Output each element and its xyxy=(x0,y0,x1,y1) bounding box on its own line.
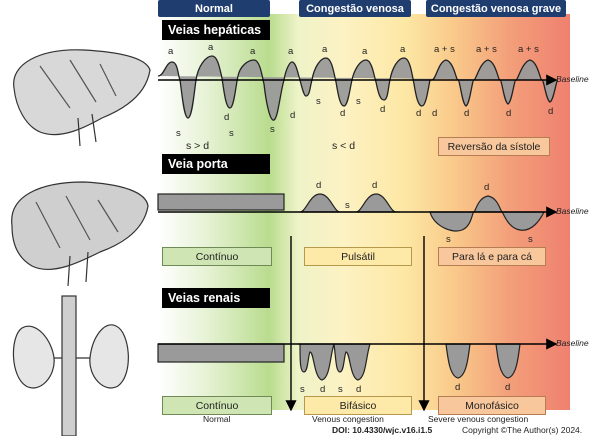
hepatic-label-d: d xyxy=(340,108,346,119)
liver-sketch-2 xyxy=(11,181,149,287)
hepatic-label-a: a xyxy=(400,44,406,55)
hepatic-label-d: d xyxy=(380,104,386,115)
section-title-hepatic: Veias hepáticas xyxy=(162,20,270,40)
hepatic-label-s: s xyxy=(356,96,361,107)
hepatic-label-d: d xyxy=(432,108,438,119)
hepatic-label-d: d xyxy=(506,108,512,119)
hepatic-label-d: d xyxy=(290,110,296,121)
kidney-sketch xyxy=(12,295,129,436)
hepatic-label-d: d xyxy=(224,112,230,123)
portal-label-d: d xyxy=(484,182,490,193)
portal-congestion-box: Pulsátil xyxy=(304,247,412,266)
portal-label-s: s xyxy=(528,234,533,245)
renal-label-d: d xyxy=(320,384,326,395)
portal-severe-waveform xyxy=(429,195,545,232)
hepatic-label-s: s xyxy=(176,128,181,139)
portal-congestion-waveform xyxy=(299,193,400,213)
portal-label-d: d xyxy=(372,180,378,191)
portal-severe-box: Para lá e para cá xyxy=(438,247,546,266)
hepatic-label-a: a xyxy=(322,44,328,55)
renal-label-d: d xyxy=(505,382,511,393)
footer-copyright: Copyright ©The Author(s) 2024. xyxy=(462,425,583,435)
hepatic-label-as: a + s xyxy=(434,44,455,55)
renal-label-d: d xyxy=(455,382,461,393)
hepatic-label-a: a xyxy=(168,46,174,57)
hepatic-waveform xyxy=(157,55,559,121)
renal-normal-flow xyxy=(157,343,285,363)
hepatic-label-d: d xyxy=(416,108,422,119)
baseline-label-renal: Baseline xyxy=(556,338,589,348)
hepatic-congestion-ratio: s < d xyxy=(332,140,356,152)
renal-label-s: s xyxy=(338,384,343,395)
renal-normal-box: Contínuo xyxy=(162,396,272,415)
renal-severe-box: Monofásico xyxy=(438,396,546,415)
hepatic-severe-box: Reversão da sístole xyxy=(438,137,550,156)
liver-sketch-1 xyxy=(13,49,151,147)
hepatic-normal-ratio: s > d xyxy=(186,140,210,152)
column-header-congestion: Congestão venosa xyxy=(299,0,411,17)
hepatic-label-a: a xyxy=(208,42,214,53)
portal-normal-flow xyxy=(157,193,285,211)
bottom-label-severe: Severe venous congestion xyxy=(428,414,529,424)
column-header-severe: Congestão venosa grave xyxy=(426,0,566,17)
renal-label-s: s xyxy=(300,384,305,395)
bottom-label-congestion: Venous congestion xyxy=(312,414,384,424)
hepatic-label-as: a + s xyxy=(476,44,497,55)
hepatic-label-s: s xyxy=(316,96,321,107)
hepatic-label-a: a xyxy=(288,46,294,57)
hepatic-label-s: s xyxy=(229,128,234,139)
column-header-normal: Normal xyxy=(158,0,270,17)
portal-label-s: s xyxy=(345,200,350,211)
hepatic-label-a: a xyxy=(362,46,368,57)
renal-label-d: d xyxy=(356,384,362,395)
hepatic-label-as: a + s xyxy=(518,44,539,55)
hepatic-label-a: a xyxy=(250,46,256,57)
footer-doi: DOI: 10.4330/wjc.v16.i1.5 xyxy=(332,425,433,435)
hepatic-label-d: d xyxy=(548,106,554,117)
portal-label-d: d xyxy=(316,180,322,191)
section-title-renal: Veias renais xyxy=(162,288,270,308)
renal-severe-waveform xyxy=(445,343,521,379)
portal-normal-box: Contínuo xyxy=(162,247,272,266)
renal-congestion-box: Bifásico xyxy=(304,396,412,415)
section-title-portal: Veia porta xyxy=(162,154,270,174)
portal-label-s: s xyxy=(446,234,451,245)
baseline-label-portal: Baseline xyxy=(556,206,589,216)
hepatic-label-s: s xyxy=(270,124,275,135)
hepatic-label-d: d xyxy=(464,108,470,119)
baseline-label-hepatic: Baseline xyxy=(556,74,589,84)
bottom-label-normal: Normal xyxy=(203,414,231,424)
renal-congestion-waveform xyxy=(298,343,371,381)
